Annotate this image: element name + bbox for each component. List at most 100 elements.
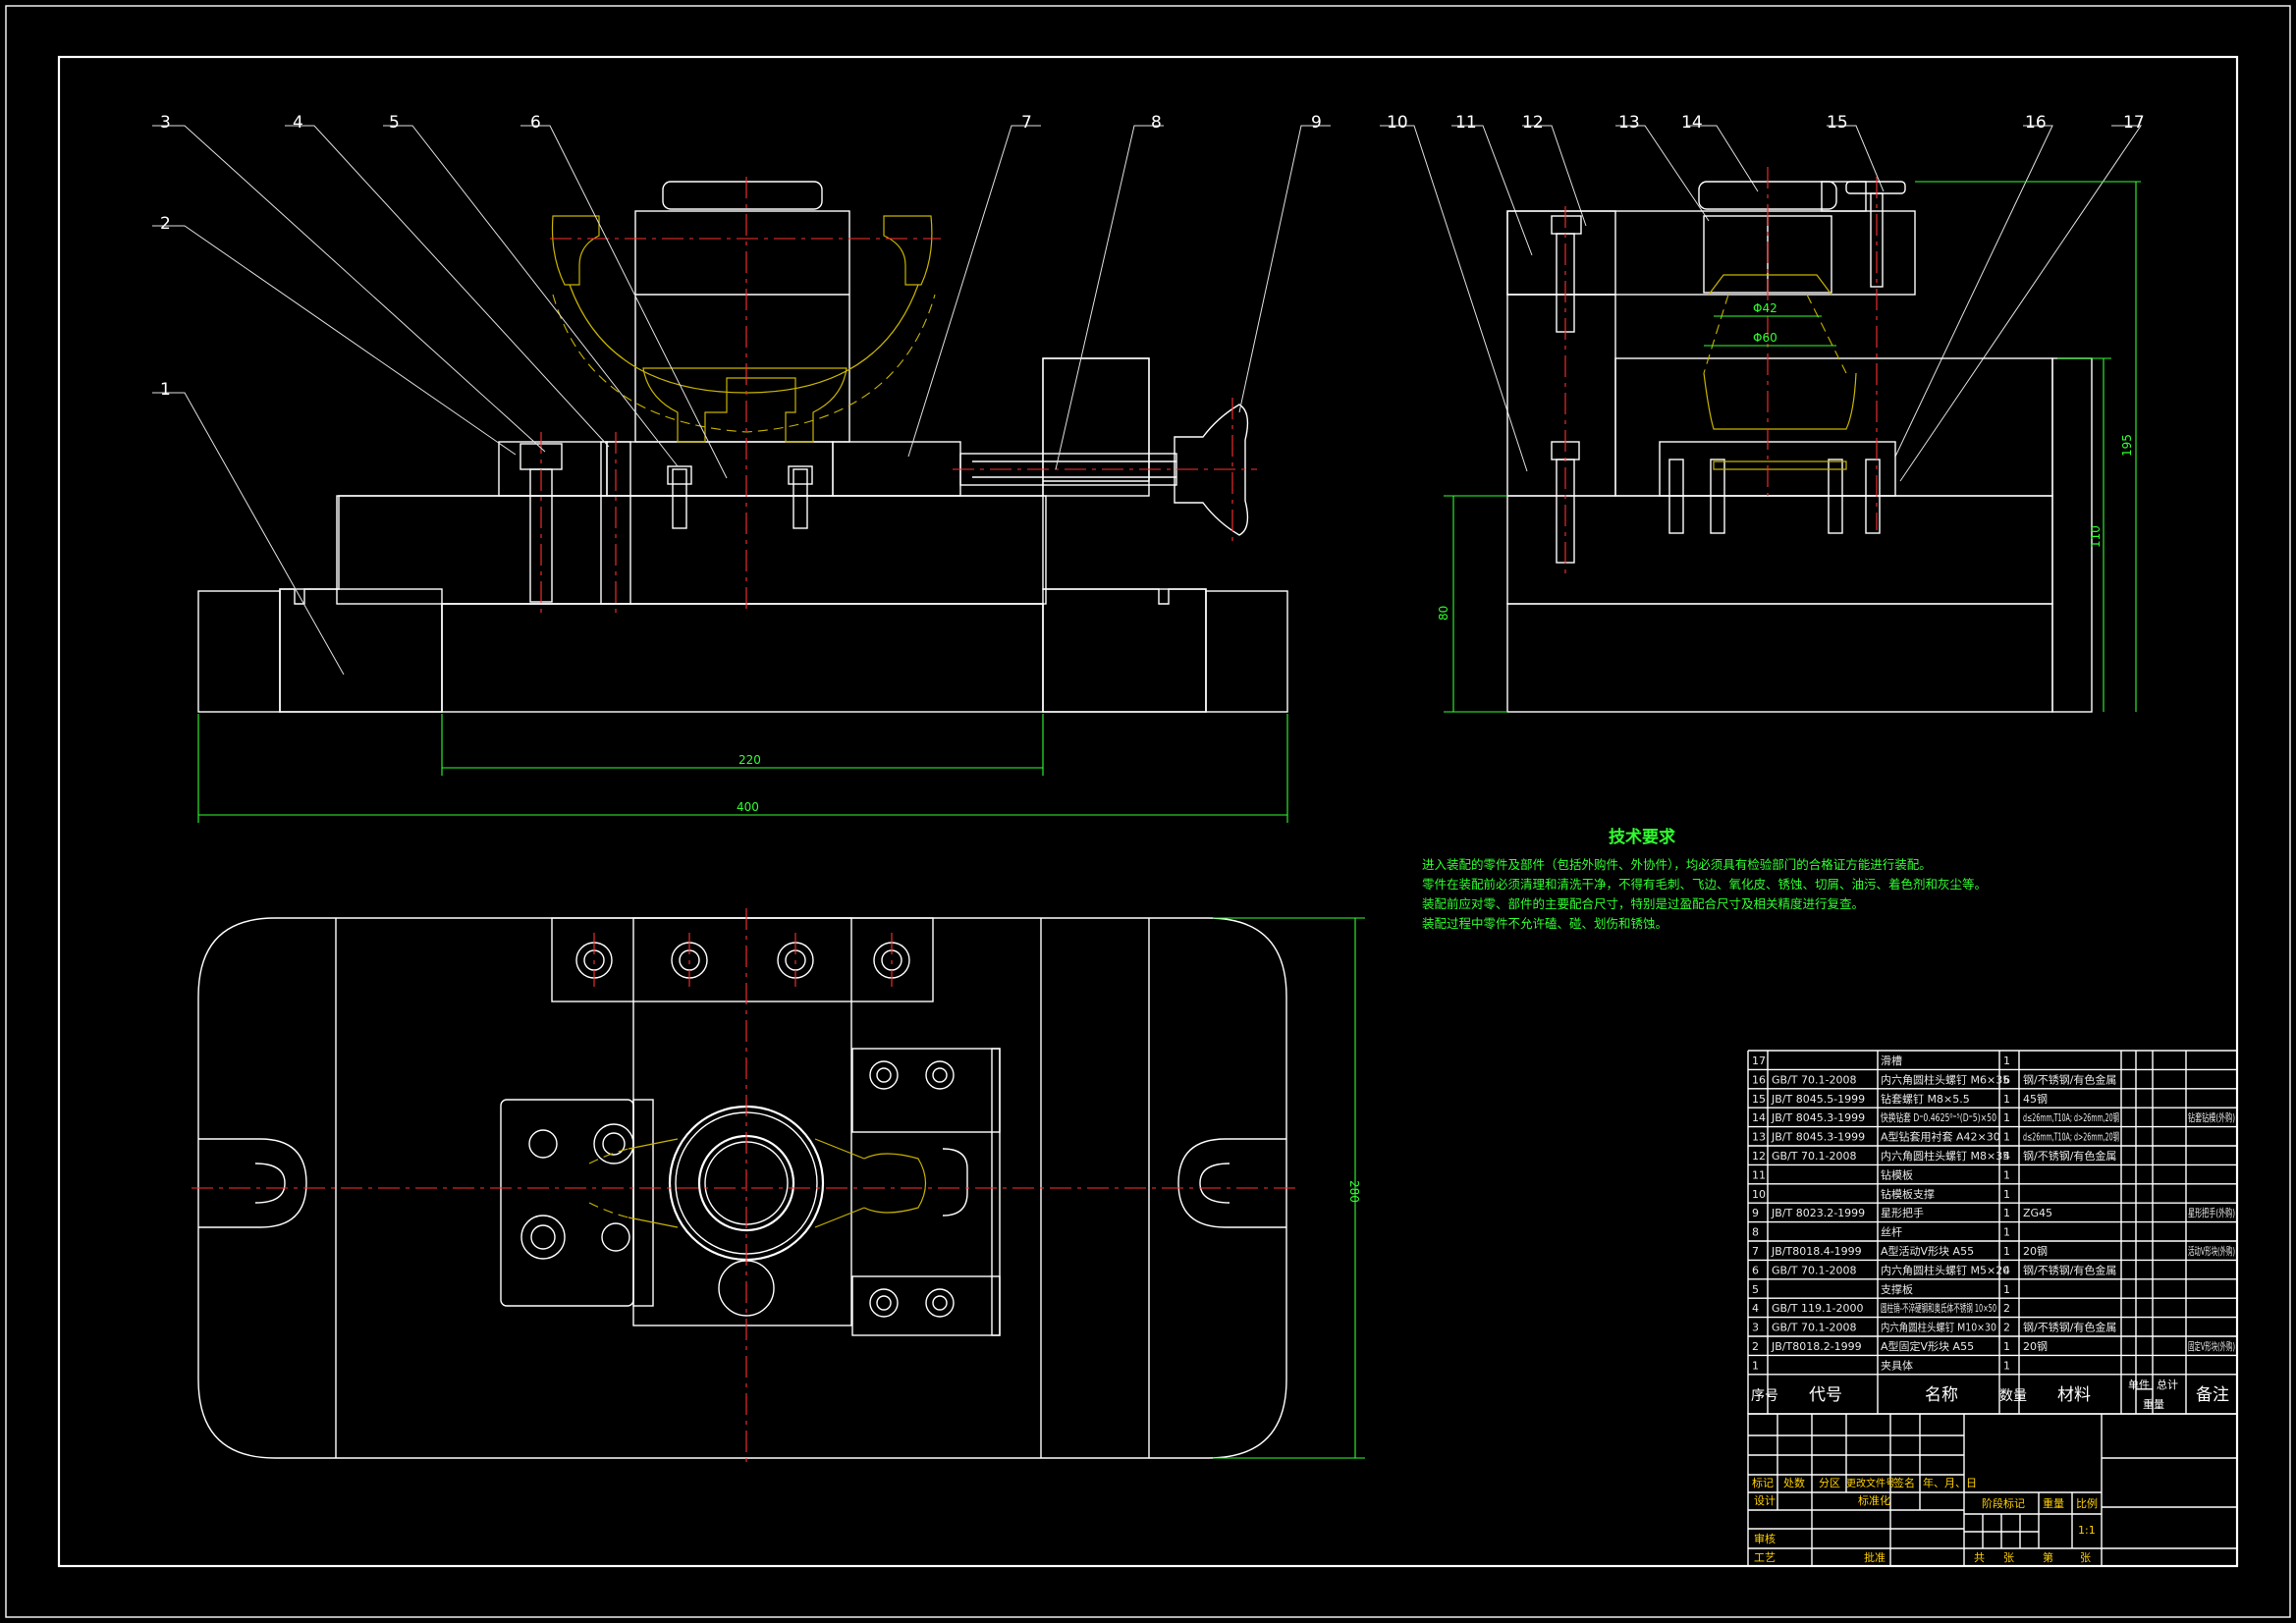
bom-row-qty: 1 [2003,1226,2010,1239]
bom-row-remark: 活动V形块(外购) [2188,1244,2235,1258]
bom-row-material: 钢/不锈钢/有色金属 [2023,1072,2116,1086]
tb-biaoji: 标记 [1752,1476,1774,1489]
tb-chushu: 处数 [1783,1477,1805,1489]
bom-row-qty: 1 [2003,1168,2010,1181]
bom-row-qty: 2 [2003,1322,2010,1334]
tech-line-4: 装配过程中零件不允许磕、碰、划伤和锈蚀。 [1422,916,1667,931]
dim-phi60-text: Φ60 [1753,331,1777,345]
bom-row-material: 钢/不锈钢/有色金属 [2023,1149,2116,1163]
tb-qianming: 签名 [1893,1476,1915,1489]
balloon-5: 5 [389,113,400,133]
bom-h-name: 名称 [1925,1385,1958,1405]
bom-h-total: 总计 [2157,1378,2178,1391]
bom-row-name: A型钻套用衬套 A42×30 [1881,1130,2000,1144]
dim-195: 195 [1915,181,2141,712]
drill-plate-support [1506,294,1616,497]
bom-row-material: ZG45 [2023,1207,2052,1219]
side-view: Φ42 Φ60 195 110 80 [1437,167,2141,713]
bom-row-qty: 1 [2003,1340,2010,1353]
bom-row-qty: 1 [2003,1055,2010,1067]
dim-400: 400 [197,714,1288,823]
tb-gengwen: 更改文件号 [1846,1477,1895,1489]
balloon-8: 8 [1151,113,1162,133]
dim-phi60: Φ60 [1704,331,1836,347]
side-right-block [2051,357,2093,713]
tech-title: 技术要求 [1609,827,1675,847]
top-view: 280 [191,908,1365,1468]
bom-row-no: 13 [1752,1131,1766,1144]
balloon-16: 16 [2025,113,2047,133]
side-upper-block [1614,357,2053,497]
tb-fenqu: 分区 [1819,1477,1840,1489]
base-cavity [441,603,1044,713]
bom-row-material: 钢/不锈钢/有色金属 [2023,1263,2116,1276]
dim-220-text: 220 [738,753,761,767]
bom-row-no: 12 [1752,1150,1766,1163]
bom-row-qty: 1 [2003,1093,2010,1106]
bom-row-material: 20钢 [2023,1340,2048,1353]
bom-h-unit: 单件 [2128,1379,2150,1391]
bom-row-no: 10 [1752,1188,1766,1201]
bom-row-material: 钢/不锈钢/有色金属 [2023,1321,2116,1334]
bom-row-qty: 1 [2003,1131,2010,1144]
bom-row-no: 16 [1752,1073,1766,1086]
bom-row-name: A型活动V形块 A55 [1881,1244,1974,1258]
dim-110-text: 110 [2089,525,2103,548]
tb-jieduan: 阶段标记 [1982,1496,2025,1510]
fixed-v-block-top [500,1099,634,1307]
bom-row-no: 7 [1752,1245,1759,1258]
tb-date: 年、月、日 [1923,1476,1977,1489]
outer-frame [5,5,2291,1618]
balloon-9: 9 [1311,113,1322,133]
side-base-section [1506,495,2053,605]
tb-biaozhunhua: 标准化 [1858,1493,1890,1507]
balloon-11: 11 [1455,113,1477,133]
balloon-1: 1 [160,380,171,400]
bom-row-no: 1 [1752,1359,1759,1372]
dim-280-text: 280 [1347,1180,1361,1203]
leader-lines [152,125,2142,676]
bom-h-mass: 重量 [2143,1397,2164,1411]
tb-sheji: 设计 [1754,1494,1776,1507]
bom-row-name: 支撑板 [1881,1282,1913,1296]
balloon-6: 6 [530,113,541,133]
dim-phi42: Φ42 [1714,301,1822,317]
front-view: 220 400 [197,177,1288,823]
workpiece-section [642,367,847,443]
title-block: 标记 处数 分区 更改文件号 签名 年、月、日 设计 标准化 阶段标记 重量 比… [1747,1413,2238,1567]
bom-row-code: GB/T 70.1-2008 [1772,1073,1856,1086]
bom-row-qty: 1 [2003,1245,2010,1258]
moving-v-block [832,441,961,497]
tb-scale: 1:1 [2078,1524,2096,1537]
bom-row-code: JB/T 8023.2-1999 [1771,1207,1865,1219]
bom-row-no: 9 [1752,1207,1759,1219]
bom-row-remark: 星形把手(外购) [2188,1206,2235,1219]
bom-row-name: 钻模板支撑 [1881,1187,1935,1201]
bom-row-no: 11 [1752,1168,1766,1181]
bom-h-code: 代号 [1809,1385,1842,1405]
foot-right [1205,590,1288,713]
bom-h-mat: 材料 [2057,1385,2091,1405]
bolt-holes [520,942,955,1318]
balloon-7: 7 [1021,113,1032,133]
bom-row-qty: 1 [2003,1359,2010,1372]
balloon-15: 15 [1827,113,1848,133]
bom-row-name: 内六角圆柱头螺钉 M6×35 [1881,1072,2009,1086]
tech-line-3: 装配前应对零、部件的主要配合尺寸，特别是过盈配合尺寸及相关精度进行复查。 [1422,896,1864,911]
bom-row-no: 14 [1752,1111,1766,1124]
bom-row-name: 内六角圆柱头螺钉 M5×20 [1881,1263,2009,1276]
bom-row-qty: 1 [2003,1283,2010,1296]
bom-h-qty: 数量 [1999,1388,2027,1404]
balloon-4: 4 [293,113,303,133]
side-base-lower [1506,603,2053,713]
tb-bili: 比例 [2076,1496,2098,1510]
slot-left [198,1138,307,1228]
bom-row-qty: 1 [2003,1188,2010,1201]
balloon-14: 14 [1681,113,1703,133]
dim-195-text: 195 [2120,434,2134,457]
tb-gong: 共 [1974,1551,1985,1564]
balloon-labels: 1 2 3 4 5 6 7 8 9 10 11 12 13 14 15 16 1… [160,113,2145,400]
bom-row-name: A型固定V形块 A55 [1881,1339,1974,1353]
tb-gongyi: 工艺 [1754,1551,1776,1564]
